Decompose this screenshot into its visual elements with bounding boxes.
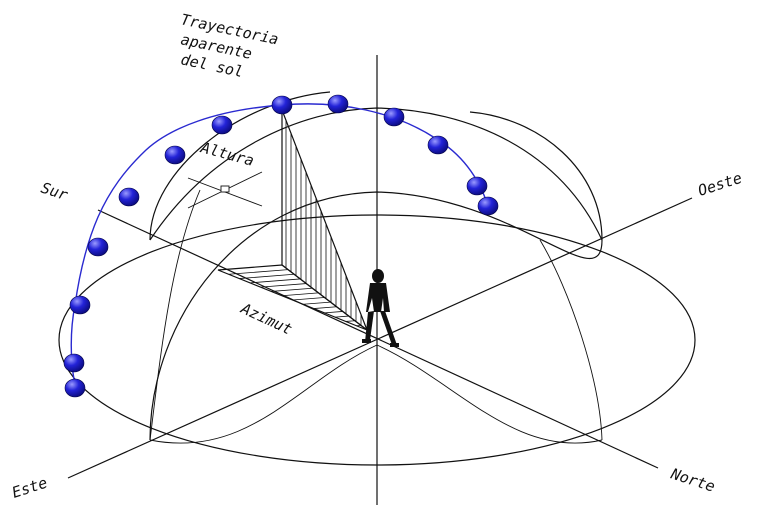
sun-positions bbox=[63, 94, 499, 398]
azimut-hatch-line bbox=[271, 287, 313, 292]
dome-arc-back bbox=[149, 107, 603, 241]
altura-hatch-triangle bbox=[285, 120, 362, 326]
sun-marker bbox=[211, 115, 233, 135]
sun-marker bbox=[118, 187, 140, 207]
oeste-label: Oeste bbox=[696, 169, 745, 200]
sun-marker bbox=[477, 196, 499, 216]
norte-label: Norte bbox=[668, 464, 717, 495]
sun-marker bbox=[63, 353, 85, 373]
sun-marker bbox=[383, 107, 405, 127]
sun-marker bbox=[327, 94, 349, 114]
azimut-hatch-line bbox=[292, 297, 325, 301]
sun-marker bbox=[69, 295, 91, 315]
azimut-hatch-line bbox=[281, 292, 319, 297]
azimut-hatch-line bbox=[239, 273, 295, 279]
azimut-hatch-line bbox=[313, 306, 337, 309]
dome-arc-right bbox=[469, 111, 603, 241]
azimut-triangle-outline bbox=[217, 264, 368, 331]
north-south-axis bbox=[97, 209, 659, 469]
dome-arc-lower bbox=[149, 344, 603, 444]
sun-marker bbox=[64, 378, 86, 398]
altura-label: Altura bbox=[198, 138, 256, 170]
sun-marker bbox=[164, 145, 186, 165]
dome-arc-left bbox=[149, 91, 331, 241]
altura-marker bbox=[220, 185, 230, 193]
azimut-hatch-line bbox=[260, 283, 307, 288]
este-label: Este bbox=[10, 474, 50, 502]
azimut-label: Azimut bbox=[237, 299, 295, 339]
east-west-axis bbox=[67, 197, 693, 479]
dome-arc-meridian-right bbox=[539, 239, 603, 441]
sun-marker bbox=[87, 237, 109, 257]
azimut-hatch-triangle bbox=[228, 269, 361, 327]
azimut-hatch-line bbox=[249, 278, 301, 284]
azimut-hatch-line bbox=[335, 315, 349, 318]
sun-marker bbox=[427, 135, 449, 155]
sun-marker bbox=[271, 95, 293, 115]
azimut-hatch-line bbox=[228, 269, 289, 275]
azimut-hatch-line bbox=[324, 311, 343, 314]
dome-arc-meridian-left bbox=[149, 189, 201, 441]
sun-path-line bbox=[70, 103, 489, 386]
dome-arc-front bbox=[149, 191, 603, 441]
azimut-hatch-line bbox=[345, 320, 355, 322]
azimut-hatch-line bbox=[303, 301, 331, 305]
sun-marker bbox=[466, 176, 488, 196]
person-silhouette-icon bbox=[362, 269, 399, 347]
sur-label: Sur bbox=[39, 179, 70, 204]
